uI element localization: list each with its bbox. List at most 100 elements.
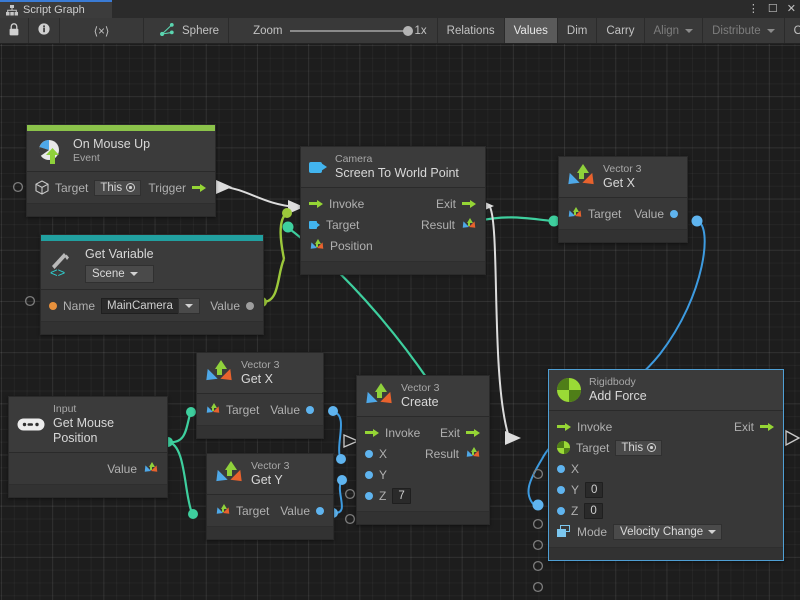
scope-dropdown[interactable]: Scene	[85, 265, 154, 284]
z-input[interactable]: 7	[392, 487, 411, 504]
variable-name-dropdown-button[interactable]	[177, 297, 200, 314]
node-screen-to-world-point[interactable]: Camera Screen To World Point Invoke Exit…	[300, 146, 486, 276]
node-vector3-get-x-mid[interactable]: Vector 3 Get X Target Value	[196, 352, 324, 440]
output-group: Value	[634, 207, 678, 221]
toolbar-button-align[interactable]: Align	[645, 18, 704, 43]
port-row-mode: Mode Velocity Change	[557, 521, 774, 542]
graph-target-label: Sphere	[182, 24, 220, 37]
port-row-z: Z 7	[365, 485, 480, 506]
output-group: Exit	[436, 197, 476, 211]
node-on-mouse-up[interactable]: On Mouse Up Event Target This	[26, 124, 216, 218]
output-group: Exit	[440, 426, 480, 440]
node-title-block: Camera Screen To World Point	[335, 153, 459, 181]
toolbar-button-relations[interactable]: Relations	[438, 18, 505, 43]
node-footer	[301, 261, 485, 275]
x-port-dot[interactable]	[365, 449, 373, 458]
z-port-dot[interactable]	[365, 491, 373, 500]
node-footer	[559, 229, 687, 243]
graph-target-icon	[160, 22, 175, 39]
y-label: Y	[571, 482, 580, 497]
script-graph-icon	[6, 4, 18, 16]
node-footer	[207, 526, 333, 540]
node-vector3-get-y[interactable]: Vector 3 Get Y Target Value	[206, 453, 334, 541]
y-port-dot[interactable]	[365, 470, 373, 479]
relations-label: Relations	[446, 24, 495, 37]
value-port-dot[interactable]	[246, 301, 254, 310]
flow-in-arrow-icon[interactable]	[309, 199, 323, 209]
node-body: Value	[9, 453, 167, 484]
node-title: Get Variable	[85, 247, 154, 261]
window-controls: ⋮ ☐ ✕	[748, 0, 796, 18]
node-vector3-get-x-top[interactable]: Vector 3 Get X Target Value	[558, 156, 688, 244]
x-port-dot[interactable]	[557, 464, 565, 473]
value-port-dot[interactable]	[670, 209, 678, 218]
tab-script-graph[interactable]: Script Graph	[0, 0, 112, 18]
camera-icon	[309, 220, 320, 229]
toolbar-button-distribute[interactable]: Distribute	[703, 18, 785, 43]
node-title: Get Y	[251, 472, 283, 487]
node-subtitle: Vector 3	[401, 382, 440, 394]
overview-label: Overview	[793, 24, 800, 37]
kebab-menu-icon[interactable]: ⋮	[747, 2, 759, 15]
port-row-target-value: Target Value	[203, 399, 314, 420]
flow-out-arrow-icon[interactable]	[760, 422, 774, 432]
maximize-icon[interactable]: ☐	[767, 2, 778, 15]
distribute-label: Distribute	[712, 24, 761, 37]
port-row-target-result: Target Result	[309, 214, 478, 235]
name-port-dot[interactable]	[49, 301, 57, 310]
toolbar-button-values[interactable]: Values	[504, 18, 558, 43]
zoom-control[interactable]: Zoom 1x	[229, 18, 438, 43]
code-toggle-button[interactable]: ⟨×⟩	[60, 18, 144, 43]
node-vector3-create[interactable]: Vector 3 Create Invoke Exit X	[356, 375, 490, 526]
close-icon[interactable]: ✕	[786, 2, 796, 15]
node-title-block: Rigidbody Add Force	[589, 376, 647, 404]
info-button[interactable]	[29, 18, 60, 43]
variable-name-field[interactable]: MainCamera	[101, 297, 200, 314]
value-label: Value	[634, 206, 664, 221]
graph-target[interactable]: Sphere	[144, 18, 230, 43]
vector3-icon	[213, 503, 232, 518]
node-get-variable[interactable]: <> Get Variable Scene Name	[40, 234, 264, 336]
node-rigidbody-add-force[interactable]: Rigidbody Add Force Invoke Exit Target	[548, 369, 784, 562]
toolbar-button-carry[interactable]: Carry	[597, 18, 645, 43]
target-this-field[interactable]: This	[94, 179, 142, 196]
port-row-y: Y	[365, 464, 480, 485]
node-body: Target This Trigger	[27, 172, 215, 203]
flow-in-arrow-icon[interactable]	[557, 422, 571, 432]
toolbar-button-dim[interactable]: Dim	[558, 18, 598, 43]
node-title-block: Vector 3 Create	[401, 382, 440, 410]
node-subtitle: Camera	[335, 153, 373, 165]
y-input[interactable]: 0	[585, 481, 604, 498]
scope-value: Scene	[92, 268, 125, 281]
node-input-get-mouse-position[interactable]: Input Get Mouse Position Value	[8, 396, 168, 499]
zoom-slider-handle[interactable]	[402, 25, 413, 36]
node-accent	[41, 235, 263, 241]
z-port-dot[interactable]	[557, 506, 565, 515]
z-input[interactable]: 0	[584, 502, 603, 519]
target-label: Target	[576, 440, 610, 455]
flow-out-arrow-icon[interactable]	[462, 199, 476, 209]
node-footer	[549, 547, 783, 561]
graph-toolbar: ⟨×⟩ Sphere Zoom 1x Relations Va	[0, 18, 800, 44]
node-body: Invoke Exit Target Result Po	[301, 188, 485, 261]
zoom-slider[interactable]	[289, 25, 413, 36]
y-port-dot[interactable]	[557, 485, 565, 494]
object-picker-icon[interactable]	[126, 183, 136, 193]
graph-canvas[interactable]: On Mouse Up Event Target This	[0, 44, 800, 600]
values-label: Values	[513, 24, 548, 37]
target-this-field[interactable]: This	[615, 439, 663, 456]
position-label: Position	[330, 238, 373, 253]
toolbar-button-overview[interactable]: Overview	[785, 18, 800, 43]
value-port-dot[interactable]	[316, 506, 324, 515]
vector3-icon	[563, 164, 599, 190]
flow-in-arrow-icon[interactable]	[365, 428, 379, 438]
flow-out-arrow-icon[interactable]	[466, 428, 480, 438]
flow-out-arrow-icon[interactable]	[192, 183, 206, 193]
value-port-dot[interactable]	[306, 405, 314, 414]
object-picker-icon[interactable]	[647, 443, 657, 453]
mode-dropdown[interactable]: Velocity Change	[613, 523, 723, 540]
output-group: Value	[270, 403, 314, 417]
port-row-invoke-exit: Invoke Exit	[557, 416, 774, 437]
lock-button[interactable]	[0, 18, 29, 43]
